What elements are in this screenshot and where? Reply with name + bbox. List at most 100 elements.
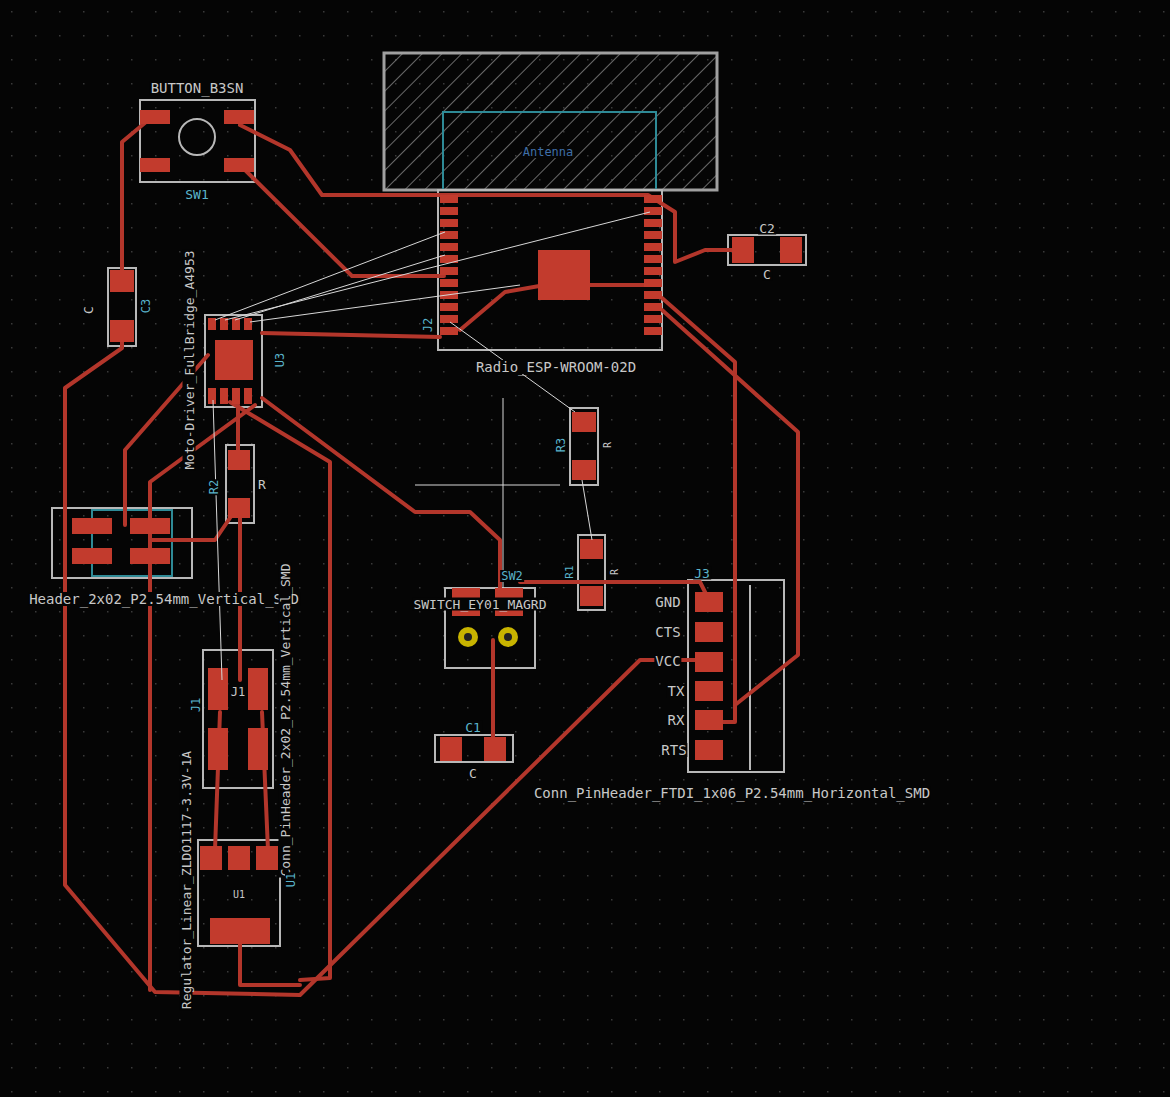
pads-part [72,548,112,564]
pads-part [580,539,603,559]
footprint-value: Header_2x02_P2.54mm_Vertical_SMD [28,592,300,606]
pin-name: VCC [654,654,681,668]
pads-part [644,255,662,263]
silkscreen-part [570,408,598,485]
pads-part [484,737,506,761]
silkscreen-part [438,190,662,350]
pads-part [208,388,216,404]
pads-part [732,237,754,263]
pads-part [644,243,662,251]
silkscreen-part [205,315,262,407]
pads-part [72,518,112,534]
footprint-value: C [468,767,478,780]
copper-traces-part [590,283,648,287]
pads-part [248,728,268,770]
pads-part [644,219,662,227]
reference: U1 [232,890,246,900]
pads-part [208,728,228,770]
pads-part [440,737,462,761]
reference: C1 [464,721,482,734]
pads-part [695,681,723,701]
pads-part [440,279,458,287]
silkscreen-part [728,235,806,265]
reference: U1 [285,872,297,888]
pads-part [695,710,723,730]
pin-name: GND [654,595,681,609]
pads-part [644,327,662,335]
footprint-value: Conn_PinHeader_FTDI_1x06_P2.54mm_Horizon… [533,786,931,800]
silkscreen-part [435,735,513,762]
reference: SW1 [184,188,209,201]
ratsnest-part [503,398,504,588]
pads-part [130,518,170,534]
pads-part [695,652,723,672]
pads-part [110,270,134,292]
pads-part [140,110,170,124]
footprint-value: C [762,268,772,281]
pin-name: RX [667,713,686,727]
footprint-value: SWITCH_EY01_MAGRD [412,598,547,611]
antenna-label: Antenna [522,146,575,158]
pads-part [440,327,458,335]
silkscreen-part [52,508,192,578]
ratsnest-part [213,400,222,680]
ratsnest-part [250,285,520,322]
pads-part [440,243,458,251]
pads-part [256,846,278,870]
ratsnest-part [415,485,560,486]
reference: R1 [564,564,575,579]
footprint-value: Moto-Driver_FullBridge_A4953 [183,249,196,470]
silkscreen [52,100,806,946]
pads-part [220,388,228,404]
copper-traces-part [65,340,705,995]
copper-traces-part [236,405,240,452]
reference: R3 [555,437,567,453]
copper-traces-part [262,398,500,592]
through-holes-part [464,633,472,641]
pads-part [572,460,596,480]
ratsnest-part [215,232,445,320]
pads-part [440,315,458,323]
footprint-value: R [610,568,620,576]
pads-part [440,195,458,203]
pads-part [228,846,250,870]
pads-part [644,303,662,311]
pads-part [248,668,268,710]
copper-traces-part [150,405,255,990]
footprint-value: R [603,441,613,449]
pads-part [244,318,252,330]
silkscreen-part [179,119,215,155]
reference: J3 [693,567,711,580]
silkscreen-part [749,585,751,770]
through-holes-part [498,627,518,647]
silkscreen-part [198,840,280,946]
pin-name: TX [667,684,686,698]
pads-part [644,195,662,203]
silkscreen-part [226,445,254,523]
ratsnest-part [582,480,592,540]
copper-traces [65,117,798,995]
ratsnest-part [225,212,650,320]
pads-part [224,158,254,172]
reference: J1 [190,697,202,713]
silkscreen-part [578,535,605,610]
pads-part [130,548,170,564]
footprint-value: Regulator_Linear_ZLDO1117-3.3V-1A [180,750,193,1010]
reference: U3 [274,352,286,368]
pads-part [232,388,240,404]
pads-part [200,846,222,870]
pads-part [440,219,458,227]
pin-name: CTS [654,625,681,639]
pads-part [695,622,723,642]
footprint-value: BUTTON_B3SN [150,81,245,95]
pads-part [644,291,662,299]
silkscreen-part [140,100,255,182]
through-holes-part [504,633,512,641]
keepout-zone-part [384,53,717,190]
reference: J2 [422,317,434,333]
pads-part [695,740,723,760]
footprint-value: C [82,305,95,315]
through-holes [458,627,518,647]
